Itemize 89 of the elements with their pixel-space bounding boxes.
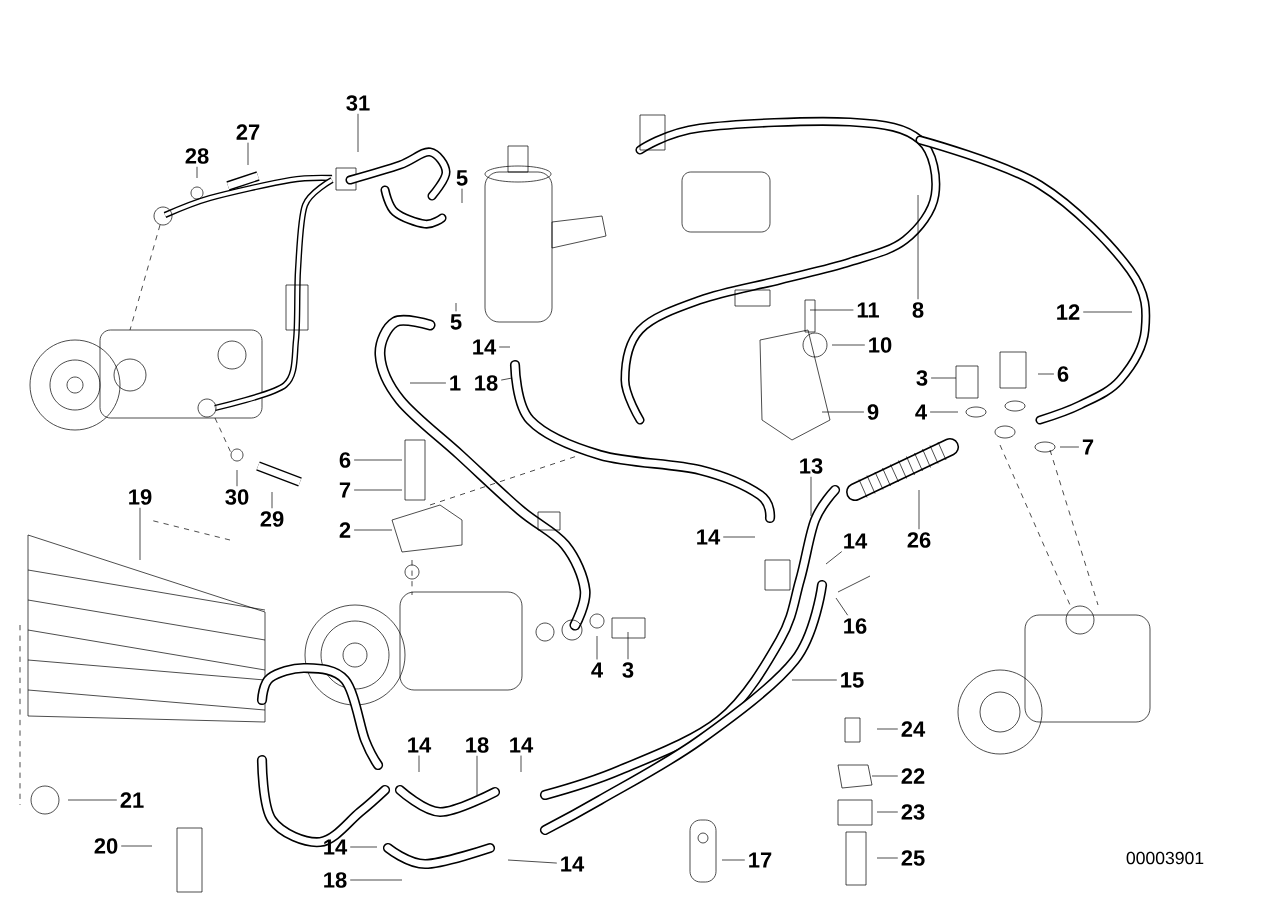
callout-number: 5 bbox=[456, 170, 468, 186]
callout-number: 24 bbox=[901, 721, 926, 737]
callout-number: 9 bbox=[867, 404, 879, 420]
leader-line bbox=[271, 491, 273, 509]
leader-line bbox=[831, 344, 866, 346]
leader-line bbox=[930, 377, 957, 379]
callout-number: 4 bbox=[915, 404, 927, 420]
leader-line bbox=[139, 507, 141, 561]
leader-line bbox=[627, 631, 629, 660]
leader-line bbox=[809, 309, 854, 311]
leader-line bbox=[67, 799, 118, 801]
leader-line bbox=[810, 476, 812, 517]
leader-line bbox=[409, 382, 447, 384]
callout-number: 18 bbox=[466, 737, 489, 753]
callout-number: 14 bbox=[844, 533, 868, 549]
leader-line bbox=[507, 859, 558, 864]
leader-line bbox=[791, 679, 838, 681]
leader-line bbox=[1082, 311, 1133, 313]
callout-number: 3 bbox=[622, 662, 634, 678]
leader-line bbox=[349, 846, 378, 848]
callout-number: 27 bbox=[236, 124, 260, 140]
leader-line bbox=[461, 188, 463, 204]
leader-line bbox=[520, 755, 522, 773]
leader-line bbox=[876, 857, 899, 859]
leader-line bbox=[196, 166, 198, 179]
callout-number: 14 bbox=[408, 737, 432, 753]
leader-line bbox=[455, 302, 457, 312]
callout-number: 19 bbox=[129, 489, 152, 505]
callout-number: 14 bbox=[324, 839, 348, 855]
callout-number: 15 bbox=[841, 672, 864, 688]
callout-number: 10 bbox=[869, 337, 892, 353]
leader-line bbox=[500, 377, 513, 381]
drawing-number: 00003901 bbox=[1126, 851, 1204, 865]
callout-number: 11 bbox=[857, 302, 879, 318]
leader-line bbox=[721, 859, 746, 861]
callout-number: 30 bbox=[225, 489, 249, 505]
callout-number: 1 bbox=[450, 375, 461, 391]
callout-number: 18 bbox=[475, 375, 498, 391]
callout-number: 13 bbox=[800, 458, 823, 474]
leader-line bbox=[821, 411, 865, 413]
callout-number: 14 bbox=[510, 737, 534, 753]
leader-line bbox=[871, 775, 899, 777]
callout-number: 7 bbox=[339, 482, 351, 498]
callout-number: 18 bbox=[324, 872, 347, 888]
callout-number: 21 bbox=[120, 792, 144, 808]
callout-number: 2 bbox=[339, 522, 351, 538]
callout-number: 14 bbox=[473, 339, 497, 355]
callout-number: 12 bbox=[1057, 304, 1080, 320]
callout-number: 7 bbox=[1082, 439, 1094, 455]
leader-line bbox=[353, 529, 393, 531]
callout-number: 17 bbox=[749, 852, 772, 868]
callout-number: 26 bbox=[907, 532, 931, 548]
callout-number: 5 bbox=[450, 314, 462, 330]
callout-number: 20 bbox=[94, 838, 118, 854]
leader-line bbox=[247, 142, 249, 166]
leader-line bbox=[876, 728, 899, 730]
leader-line bbox=[876, 811, 899, 813]
callout-number: 4 bbox=[591, 662, 603, 678]
leader-line bbox=[825, 551, 843, 565]
leader-line bbox=[357, 113, 359, 153]
callout-number: 31 bbox=[346, 95, 370, 111]
leader-line bbox=[929, 411, 959, 413]
leader-line bbox=[349, 879, 403, 881]
leader-line bbox=[835, 597, 849, 616]
leader-line bbox=[1059, 446, 1080, 448]
callout-number: 28 bbox=[185, 148, 209, 164]
leader-line bbox=[498, 346, 511, 348]
callout-number: 6 bbox=[339, 452, 351, 468]
leader-line bbox=[917, 194, 919, 300]
callout-number: 29 bbox=[260, 511, 284, 527]
leader-line bbox=[236, 469, 238, 487]
callout-number: 25 bbox=[901, 850, 925, 866]
leader-line bbox=[120, 845, 153, 847]
leader-line bbox=[1037, 373, 1055, 375]
callout-number: 16 bbox=[844, 618, 867, 634]
leader-line bbox=[918, 489, 920, 530]
leader-line bbox=[353, 489, 403, 491]
leader-line bbox=[418, 755, 420, 773]
callout-number: 8 bbox=[912, 302, 924, 318]
callout-number: 22 bbox=[901, 768, 925, 784]
leader-line bbox=[353, 459, 403, 461]
leader-line bbox=[476, 755, 478, 796]
callout-number: 14 bbox=[697, 529, 721, 545]
callout-number: 14 bbox=[561, 856, 585, 872]
callout-number: 6 bbox=[1057, 366, 1069, 382]
callout-number: 23 bbox=[901, 804, 925, 820]
callout-number: 3 bbox=[916, 370, 928, 386]
leader-line bbox=[722, 536, 756, 538]
leader-line bbox=[596, 635, 598, 660]
